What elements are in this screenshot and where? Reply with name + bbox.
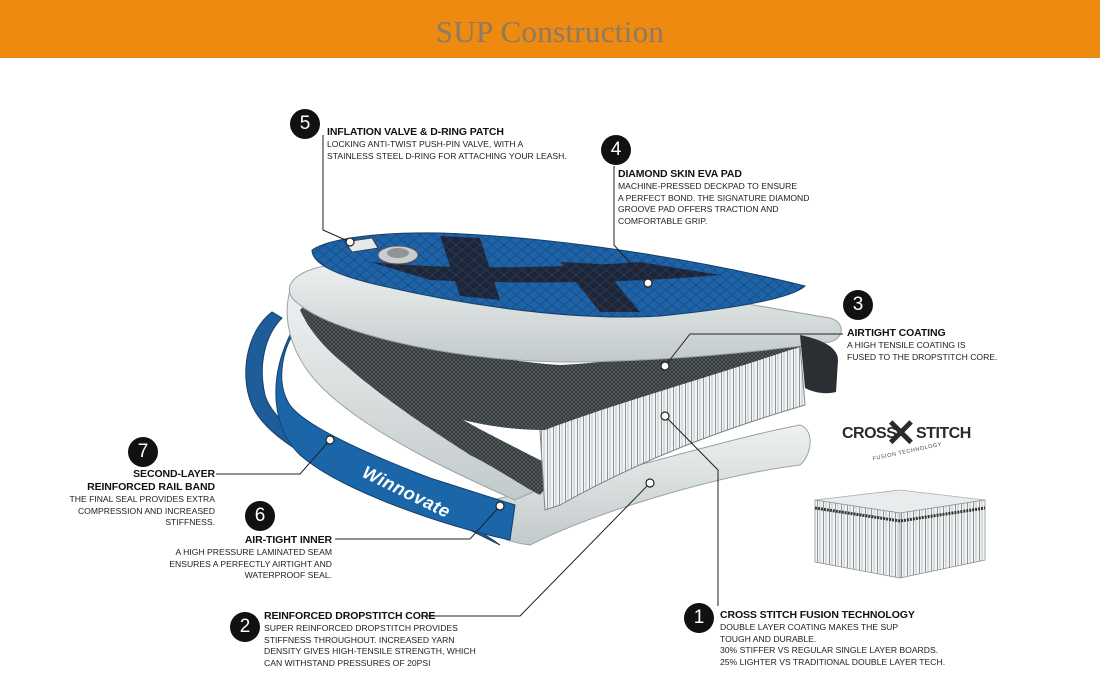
callout-7-title-2: REINFORCED RAIL BAND (87, 481, 215, 493)
leader-2 (421, 482, 651, 617)
callout-1-title: CROSS STITCH FUSION TECHNOLOGY (720, 609, 915, 621)
callout-5-line: STAINLESS STEEL D-RING FOR ATTACHING YOU… (327, 150, 567, 161)
callout-4-line: A PERFECT BOND. THE SIGNATURE DIAMOND (618, 192, 810, 203)
callout-2-number: 2 (230, 612, 260, 642)
callout-4-line: GROOVE PAD OFFERS TRACTION AND (618, 204, 779, 215)
crossstitch-logo: CROSS ✕ STITCH FUSION TECHNOLOGY (842, 413, 971, 473)
callout-3-line: A HIGH TENSILE COATING IS (847, 340, 966, 350)
leader-3 (664, 333, 843, 367)
callout-2-body: SUPER REINFORCED DROPSTITCH PROVIDES STI… (264, 623, 476, 669)
callout-5-title: INFLATION VALVE & D-RING PATCH (327, 126, 504, 138)
crossstitch-right: STITCH (916, 425, 971, 442)
callout-7-line: COMPRESSION AND INCREASED (77, 505, 215, 516)
callout-5-number: 5 (290, 109, 320, 139)
callout-4-line: COMFORTABLE GRIP. (618, 215, 708, 226)
callout-5-line: LOCKING ANTI-TWIST PUSH-PIN VALVE, WITH … (327, 139, 524, 149)
callout-7-number: 7 (128, 437, 158, 467)
mesh-top (305, 300, 814, 430)
callout-3-number: 3 (843, 290, 873, 320)
leader-dot-5 (345, 237, 355, 247)
mesh-wall (300, 305, 560, 495)
callout-6-number: 6 (245, 501, 275, 531)
callout-6-line: ENSURES A PERFECTLY AIRTIGHT AND (169, 558, 332, 569)
deck-pad-dark-b (370, 262, 720, 283)
callout-7-line: THE FINAL SEAL PROVIDES EXTRA (69, 494, 216, 504)
crossstitch-left: CROSS (842, 425, 897, 442)
callout-7-line: STIFFNESS. (165, 517, 215, 528)
bottom-layer (464, 424, 811, 546)
leader-7 (216, 439, 331, 475)
callout-1-number: 1 (684, 603, 714, 633)
callout-2-line: SUPER REINFORCED DROPSTITCH PROVIDES (264, 623, 458, 633)
leader-dot-3 (660, 361, 670, 371)
leader-4 (613, 166, 649, 284)
callout-6-body: A HIGH PRESSURE LAMINATED SEAM ENSURES A… (150, 547, 332, 582)
leader-1 (664, 415, 719, 606)
dark-strip (800, 335, 838, 394)
callout-7-title: SECOND-LAYER (133, 468, 215, 480)
leader-dot-7 (325, 435, 335, 445)
callout-1-line: 25% LIGHTER VS TRADITIONAL DOUBLE LAYER … (720, 656, 946, 667)
crossstitch-x-icon: ✕ (885, 413, 917, 455)
callout-1-line: 30% STIFFER VS REGULAR SINGLE LAYER BOAR… (720, 645, 939, 656)
callout-4-number: 4 (601, 135, 631, 165)
header-bar: SUP Construction (0, 0, 1100, 58)
leader-6 (335, 505, 501, 540)
callout-3-body: A HIGH TENSILE COATING IS FUSED TO THE D… (847, 340, 997, 363)
callout-4-line: MACHINE-PRESSED DECKPAD TO ENSURE (618, 181, 798, 191)
callout-2-line: STIFFNESS THROUGHOUT. INCREASED YARN (264, 634, 455, 645)
leader-dot-1 (660, 411, 670, 421)
sample-right (899, 499, 986, 579)
callout-1-body: DOUBLE LAYER COATING MAKES THE SUP TOUGH… (720, 622, 945, 668)
callout-6-title: AIR-TIGHT INNER (244, 534, 332, 546)
callout-2-line: CAN WITHSTAND PRESSURES OF 20PSI (264, 657, 431, 668)
callout-7-body: THE FINAL SEAL PROVIDES EXTRA COMPRESSIO… (40, 494, 216, 529)
callout-3-line: FUSED TO THE DROPSTITCH CORE. (847, 351, 998, 362)
sample-left (814, 499, 901, 579)
callout-6-line: WATERPROOF SEAL. (244, 570, 332, 581)
callout-1-line: TOUGH AND DURABLE. (720, 633, 817, 644)
callout-3-title: AIRTIGHT COATING (847, 327, 946, 339)
rail-band-inner (275, 324, 516, 541)
leader-dot-6 (495, 501, 505, 511)
leader-dot-2 (645, 478, 655, 488)
callout-5-body: LOCKING ANTI-TWIST PUSH-PIN VALVE, WITH … (327, 139, 567, 162)
leader-5 (322, 135, 351, 243)
callout-1-line: DOUBLE LAYER COATING MAKES THE SUP (720, 622, 899, 632)
page-title: SUP Construction (435, 14, 665, 49)
deck-pad-dark-c (560, 262, 640, 312)
callout-6-line: A HIGH PRESSURE LAMINATED SEAM (175, 547, 332, 557)
callout-4-body: MACHINE-PRESSED DECKPAD TO ENSURE A PERF… (618, 181, 809, 227)
leader-dot-4 (643, 278, 653, 288)
callout-2-line: DENSITY GIVES HIGH-TENSILE STRENGTH, WHI… (264, 646, 476, 657)
callout-2-title: REINFORCED DROPSTITCH CORE (264, 610, 436, 622)
callout-4-title: DIAMOND SKIN EVA PAD (618, 168, 742, 180)
rail-band (245, 311, 501, 546)
